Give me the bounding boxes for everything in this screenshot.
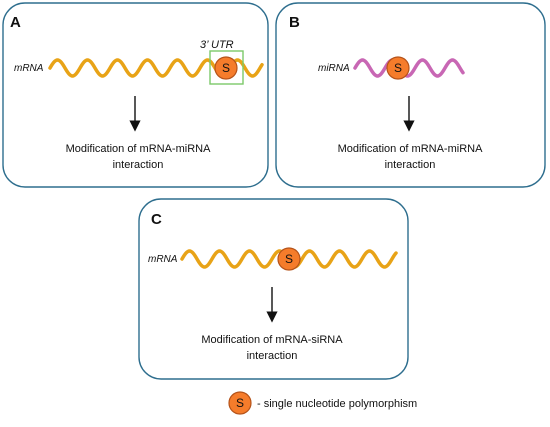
panel-a-utr-box — [209, 50, 244, 85]
panel-c-snp-letter: S — [285, 252, 293, 266]
legend-text: - single nucleotide polymorphism — [257, 398, 417, 410]
panel-c-strand-label: mRNA — [148, 254, 178, 265]
panel-b-caption-line1: Modification of mRNA-miRNA — [338, 143, 484, 155]
panel-b-snp-letter: S — [394, 61, 402, 75]
panel-c-caption-line2: interaction — [247, 350, 298, 362]
panel-c-letter: C — [151, 211, 162, 228]
panel-b-frame — [275, 2, 546, 188]
panel-c-frame — [138, 198, 409, 380]
panel-a-frame — [2, 2, 269, 188]
panel-c-snp-marker — [277, 247, 301, 271]
panel-a-snp-letter: S — [222, 61, 230, 75]
panel-a-caption-line2: interaction — [113, 159, 164, 171]
panel-a-letter: A — [10, 14, 21, 31]
panel-b-caption-line2: interaction — [385, 159, 436, 171]
panel-a: A mRNA 3’ UTR S Modification of mRNA-miR… — [2, 2, 269, 188]
panel-a-utr-label: 3’ UTR — [200, 39, 234, 51]
legend-snp-marker — [228, 391, 252, 415]
panel-b-strand-label: miRNA — [318, 63, 350, 74]
panel-a-caption-line1: Modification of mRNA-miRNA — [66, 143, 212, 155]
panel-a-snp-marker — [214, 56, 238, 80]
legend-snp-letter: S — [236, 396, 244, 410]
panel-c-caption-line1: Modification of mRNA-siRNA — [201, 334, 343, 346]
panel-b-mirna-strand — [353, 58, 465, 78]
panel-b-letter: B — [289, 14, 300, 31]
panel-c: C mRNA S Modification of mRNA-siRNA inte… — [138, 198, 409, 380]
panel-a-strand-label: mRNA — [14, 63, 44, 74]
panel-b-snp-marker — [386, 56, 410, 80]
legend: S - single nucleotide polymorphism — [228, 391, 417, 415]
panel-b: B miRNA S Modification of mRNA-miRNA int… — [275, 2, 546, 188]
